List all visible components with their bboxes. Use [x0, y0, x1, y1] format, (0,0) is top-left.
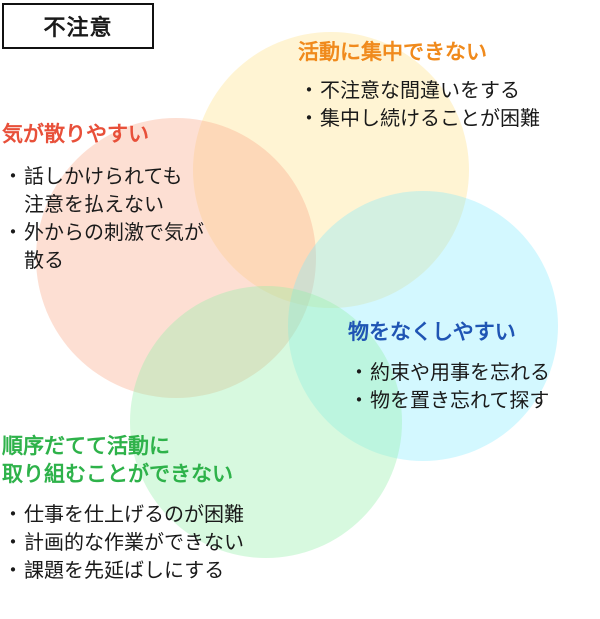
group-distractible: 気が散りやすい ・ 話しかけられても 注意を払えない ・ 外からの刺激で気が 散…: [2, 120, 204, 274]
list-item: ・ 仕事を仕上げるのが困難: [3, 502, 244, 526]
bullet-icon: ・: [3, 558, 23, 582]
group-heading: 順序だてて活動に 取り組むことができない: [2, 434, 233, 486]
list-item: ・ 課題を先延ばしにする: [3, 558, 225, 582]
circle-blue: [288, 191, 558, 461]
list-item: ・ 物を置き忘れて探す: [349, 388, 550, 412]
group-heading: 活動に集中できない: [298, 40, 487, 64]
bullet-icon: ・: [299, 106, 319, 130]
circle-yellow: [193, 32, 469, 308]
list-item: ・ 話しかけられても 注意を払えない: [3, 164, 183, 216]
list-item: ・ 計画的な作業ができない: [3, 530, 244, 554]
group-heading: 気が散りやすい: [2, 122, 149, 146]
bullet-icon: ・: [3, 530, 23, 554]
bullet-icon: ・: [349, 360, 369, 384]
circle-pink: [36, 118, 316, 398]
group-heading: 物をなくしやすい: [348, 320, 516, 344]
bullet-icon: ・: [349, 388, 369, 412]
bullet-icon: ・: [299, 78, 319, 102]
list-item: ・ 集中し続けることが困難: [299, 106, 540, 130]
group-organization: 順序だてて活動に 取り組むことができない ・ 仕事を仕上げるのが困難 ・ 計画的…: [2, 432, 244, 584]
list-item: ・ 不注意な間違いをする: [299, 78, 520, 102]
title-text: 不注意: [43, 16, 113, 41]
circle-green: [130, 286, 402, 558]
bullet-icon: ・: [3, 164, 23, 188]
bullet-icon: ・: [3, 220, 23, 244]
bullet-icon: ・: [3, 502, 23, 526]
group-forgetful: 物をなくしやすい ・ 約束や用事を忘れる ・ 物を置き忘れて探す: [348, 318, 550, 414]
list-item: ・ 約束や用事を忘れる: [349, 360, 550, 384]
diagram-title: 不注意: [2, 3, 154, 49]
list-item: ・ 外からの刺激で気が 散る: [3, 220, 204, 272]
group-concentration: 活動に集中できない ・ 不注意な間違いをする ・ 集中し続けることが困難: [298, 38, 540, 132]
